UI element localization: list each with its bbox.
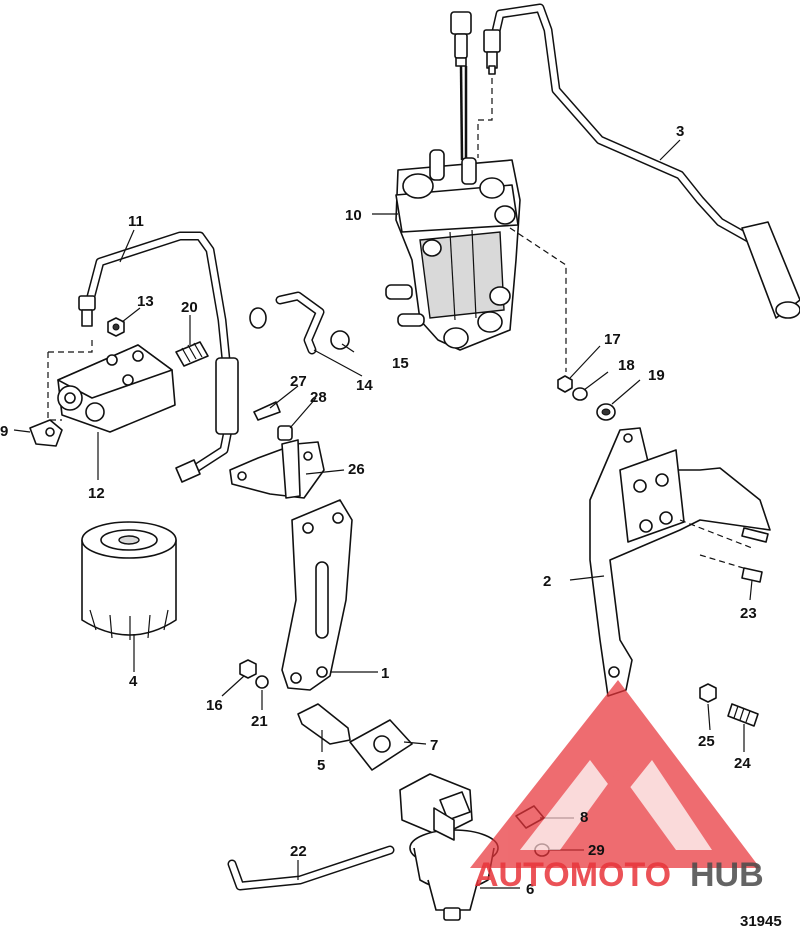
callout-17: 17 [604,331,621,348]
filter-canister-part-4 [81,521,177,640]
fuel-line-part-3 [483,3,800,319]
callout-6: 6 [526,881,534,898]
callout-15: 15 [392,355,409,372]
callout-3: 3 [676,123,684,140]
callout-23: 23 [740,605,757,622]
watermark-text-dark: HUB [690,856,764,894]
leader-lines [13,139,753,889]
callout-10: 10 [345,207,362,224]
callout-16: 16 [206,697,223,714]
callout-21: 21 [251,713,268,730]
callout-28: 28 [310,389,327,406]
hardware-group-upper [107,291,350,441]
callout-labels: 1 2 3 4 5 6 7 8 9 10 11 12 13 14 15 16 1… [0,123,757,898]
hose-part-22 [227,845,395,891]
callout-1: 1 [381,665,389,682]
callout-9: 9 [0,423,8,440]
callout-27: 27 [290,373,307,390]
callout-25: 25 [698,733,715,750]
callout-12: 12 [88,485,105,502]
callout-13: 13 [137,293,154,310]
bracket-part-26 [229,439,325,499]
callout-19: 19 [648,367,665,384]
callout-4: 4 [129,673,138,690]
hardware-group-right [557,375,769,727]
callout-24: 24 [734,755,751,772]
callout-7: 7 [430,737,438,754]
callout-29: 29 [588,842,605,859]
fuel-module-part-10 [385,11,567,372]
callout-5: 5 [317,757,325,774]
callout-26: 26 [348,461,365,478]
callout-11: 11 [128,213,144,230]
bracket-part-2 [589,427,771,697]
callout-18: 18 [618,357,635,374]
fuel-line-part-11 [78,231,239,483]
figure-number: 31945 [740,913,782,930]
callout-8: 8 [580,809,588,826]
filter-head-part-12 [29,340,176,447]
callout-2: 2 [543,573,551,590]
watermark-text-red: AUTOMOTO [474,856,671,894]
callout-22: 22 [290,843,307,860]
fuel-pump-part-6 [399,773,499,921]
callout-14: 14 [356,377,373,394]
watermark-logo [470,680,760,868]
bracket-part-1 [281,499,353,691]
callout-20: 20 [181,299,198,316]
